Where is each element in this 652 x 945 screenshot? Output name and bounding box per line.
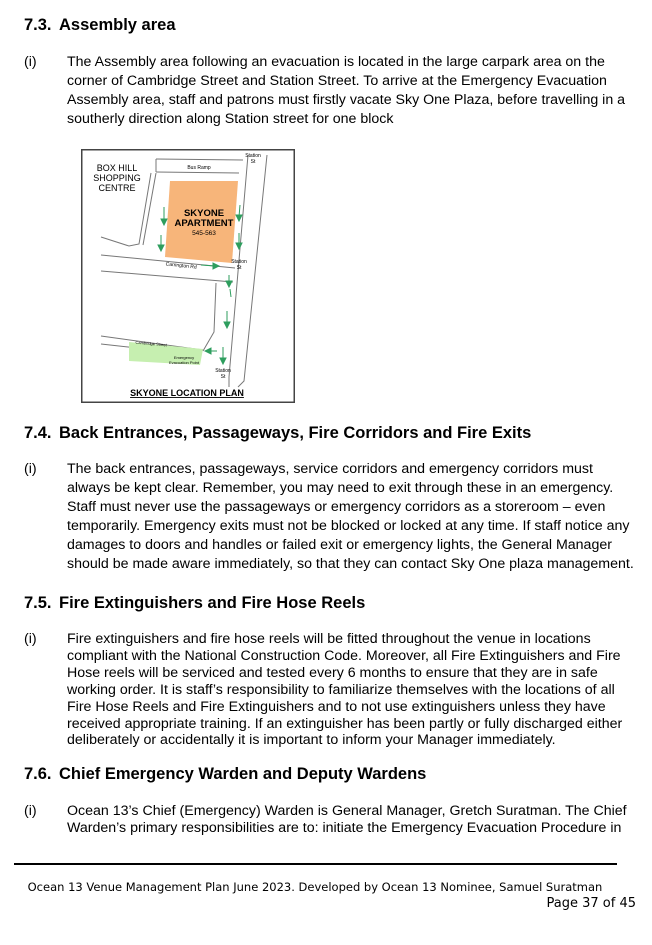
section-number: 7.6. [24,765,52,783]
section-number: 7.3. [24,16,52,34]
section-heading-7-6: 7.6. Chief Emergency Warden and Deputy Wa… [24,765,426,784]
section-heading-7-4: 7.4. Back Entrances, Passageways, Fire Co… [24,424,531,443]
item-marker: (i) [24,461,37,477]
item-text: Fire extinguishers and fire hose reels w… [67,631,623,749]
carrington-rd-label: Carrington Rd [165,261,197,270]
item-text: The back entrances, passageways, service… [67,461,634,572]
item-marker: (i) [24,54,37,70]
item-text: The Assembly area following an evacuatio… [67,54,626,127]
bus-ramp-label: Bus Ramp [187,165,211,171]
map-caption: SKYONE LOCATION PLAN [130,388,244,398]
footer-divider [14,863,617,865]
svg-text:545-563: 545-563 [192,230,216,237]
section-number: 7.4. [24,424,52,442]
evacuation-point-label: Emergency [174,355,194,360]
page-number: Page 37 of 45 [546,896,636,911]
item-marker: (i) [24,803,37,819]
item-marker: (i) [24,631,37,647]
section-title: Chief Emergency Warden and Deputy Warden… [59,765,427,783]
footer-text: Ocean 13 Venue Management Plan June 2023… [27,880,603,894]
section-title: Back Entrances, Passageways, Fire Corrid… [59,424,532,442]
svg-text:St: St [221,374,226,380]
station-st-label-bottom: Station [215,368,231,374]
svg-text:St: St [237,265,242,271]
section-number: 7.5. [24,594,52,612]
section-heading-7-3: 7.3. Assembly area [24,16,176,35]
evacuation-point-shape [129,342,203,365]
svg-text:St: St [251,159,256,165]
svg-text:CENTRE: CENTRE [98,183,135,193]
section-heading-7-5: 7.5. Fire Extinguishers and Fire Hose Ree… [24,594,365,613]
svg-text:Evacuation Point: Evacuation Point [169,360,200,365]
item-text: Ocean 13’s Chief (Emergency) Warden is G… [67,803,627,836]
cambridge-street-label: Cambridge Street [135,340,168,348]
skyone-building-shape [165,181,238,263]
station-st-label-mid: Station [231,259,247,265]
location-plan-figure: BOX HILL SHOPPING CENTRE Bus Ramp Statio… [81,149,295,403]
section-title: Fire Extinguishers and Fire Hose Reels [59,594,366,612]
svg-text:SHOPPING: SHOPPING [93,173,141,183]
skyone-label: SKYONE [184,208,224,219]
shopping-centre-label: BOX HILL [97,163,138,173]
station-st-label-top: Station [245,153,261,159]
svg-text:APARTMENT: APARTMENT [175,218,234,229]
section-title: Assembly area [59,16,176,34]
